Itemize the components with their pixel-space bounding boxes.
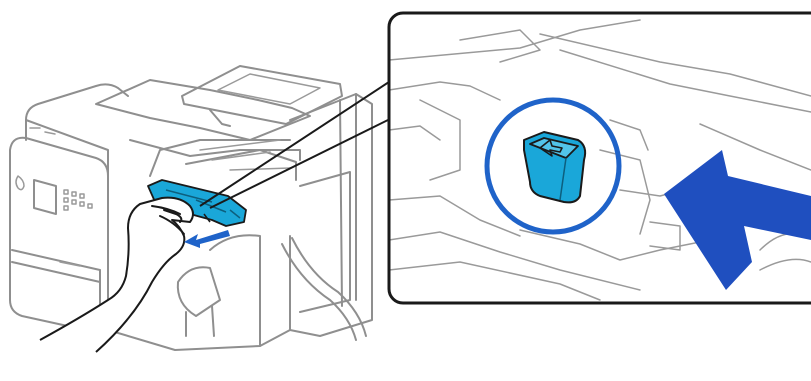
callout-lines	[200, 80, 392, 208]
zoom-panel	[389, 13, 811, 303]
hand-icon	[40, 198, 193, 352]
pull-arrow-icon	[184, 230, 230, 248]
